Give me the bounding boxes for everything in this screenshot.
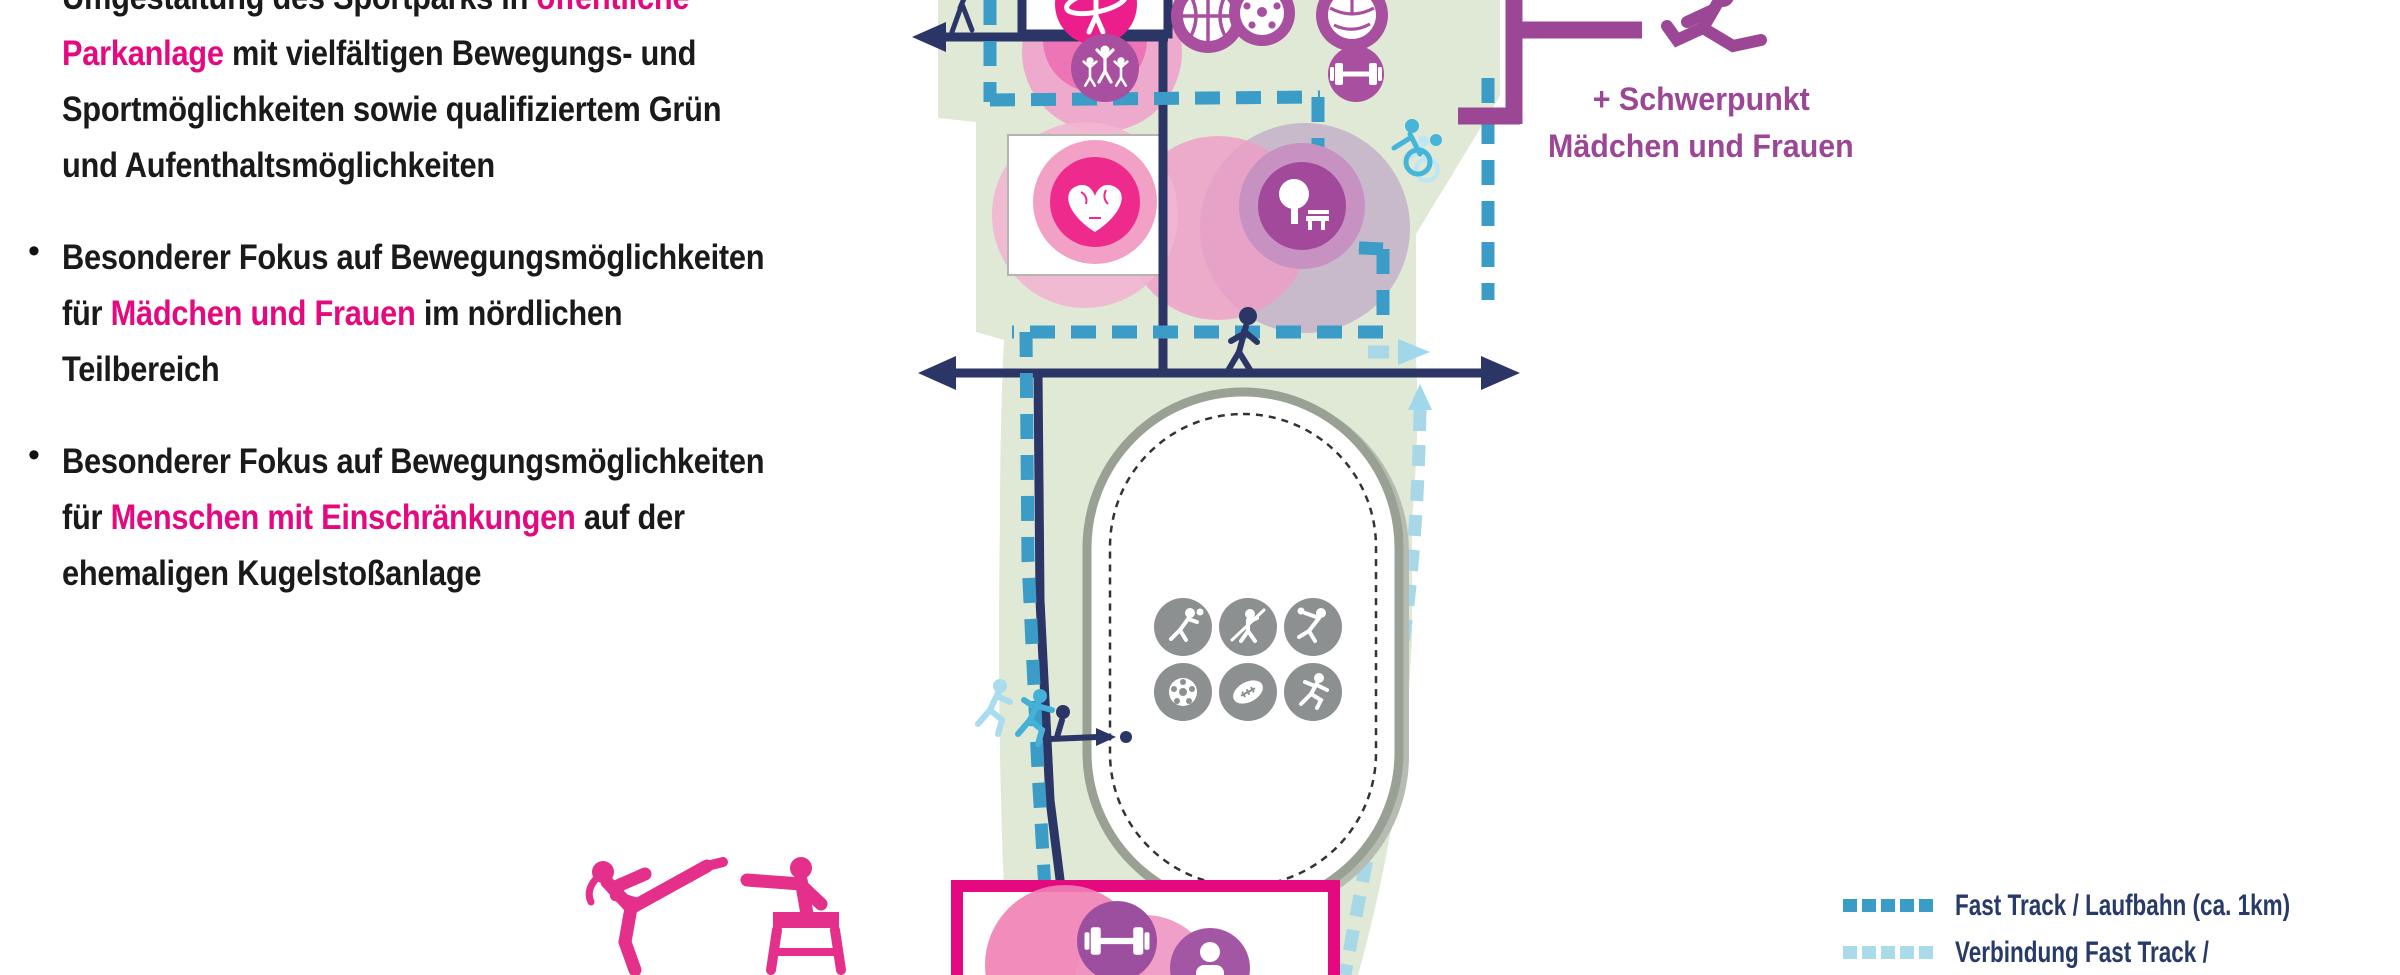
connection-arrowheads <box>1398 339 1432 410</box>
bullet-3-line-1: Besonderer Fokus auf Bewegungsmöglichkei… <box>62 442 765 481</box>
basketball-icon <box>1171 0 1245 53</box>
walking-person-top-icon <box>949 0 975 35</box>
seated-para-sport-icon <box>740 857 846 975</box>
hula-hoop-icon <box>1055 0 1137 45</box>
bullet-2-line-3: Teilbereich <box>62 350 220 389</box>
legend-row-fast-track: Fast Track / Laufbahn (ca. 1km) <box>1843 882 2400 929</box>
bullet-3-line-3: ehemaligen Kugelstoßanlage <box>62 554 482 593</box>
bullet-3: • Besonderer Fokus auf Bewegungsmöglichk… <box>28 434 828 602</box>
volleyball-icon <box>1316 0 1388 51</box>
bullet-1-line-2: Parkanlage mit vielfältigen Bewegungs- u… <box>62 34 697 73</box>
javelin-icon <box>1219 598 1277 656</box>
bullet-2-line-1: Besonderer Fokus auf Bewegungsmöglichkei… <box>62 238 765 277</box>
throw-icon <box>1284 598 1342 656</box>
bullet-2-line-2: für Mädchen und Frauen im nördlichen <box>62 294 623 333</box>
strength-area <box>951 880 1340 975</box>
stadium-sport-icons <box>1154 598 1342 721</box>
walker-arrow-icon <box>1047 705 1132 746</box>
football-icon <box>1154 663 1212 721</box>
strength-person-icon <box>1170 928 1250 975</box>
dumbbell-icon <box>1328 46 1384 102</box>
legend-label-connection: Verbindung Fast Track / <box>1955 935 2209 969</box>
bullet-marker: • <box>28 436 40 474</box>
navy-road-arrowheads <box>912 22 1520 390</box>
bullet-1: • Umgestaltung des Sportparks in öffentl… <box>28 0 828 194</box>
legend: Fast Track / Laufbahn (ca. 1km) Verbindu… <box>1843 882 2400 975</box>
connection-dashed <box>1338 345 1427 975</box>
walking-person-mid-icon <box>1223 307 1260 377</box>
annotation-label: + Schwerpunkt Mädchen und Frauen <box>1540 76 1862 170</box>
sprinter-icon <box>1284 663 1342 721</box>
bullet-2: • Besonderer Fokus auf Bewegungsmöglichk… <box>28 230 828 398</box>
strength-dumbbell-icon <box>1077 901 1157 975</box>
fast-track-dash-swatch-icon <box>1843 899 1933 912</box>
legend-row-connection: Verbindung Fast Track / <box>1843 929 2400 975</box>
bullet-list: • Umgestaltung des Sportparks in öffentl… <box>28 0 828 638</box>
bullet-3-line-2: für Menschen mit Einschränkungen auf der <box>62 498 685 537</box>
martial-arts-figures <box>585 857 846 975</box>
annotation-line-2: Mädchen und Frauen <box>1548 128 1854 164</box>
annotation-sprinter-icon <box>1661 0 1767 53</box>
wheelchair-basketball-icon <box>1391 119 1442 183</box>
connection-dash-swatch-icon <box>1843 946 1933 959</box>
shot-put-icon <box>1154 598 1212 656</box>
bullet-1-line-4: und Aufenthaltsmöglichkeiten <box>62 146 495 185</box>
legend-label-fast-track: Fast Track / Laufbahn (ca. 1km) <box>1955 888 2291 922</box>
soccer-ball-icon <box>1229 0 1295 46</box>
annotation-line-1: + Schwerpunkt <box>1592 81 1810 117</box>
park-tree-bench-icon <box>1239 143 1365 269</box>
heart-ballsports-icon <box>1033 140 1157 264</box>
runner-cyan-icon <box>975 679 1055 747</box>
bullet-marker: • <box>28 232 40 270</box>
bullet-1-line-3: Sportmöglichkeiten sowie qualifiziertem … <box>62 90 722 129</box>
martial-arts-kick-icon <box>585 857 728 975</box>
dance-group-icon <box>1071 34 1139 102</box>
annotation-bracket <box>1458 0 1642 125</box>
rugby-ball-icon <box>1219 663 1277 721</box>
sportpark-map <box>912 0 1767 975</box>
bullet-1-line-1: Umgestaltung des Sportparks in öffentlic… <box>62 0 828 26</box>
